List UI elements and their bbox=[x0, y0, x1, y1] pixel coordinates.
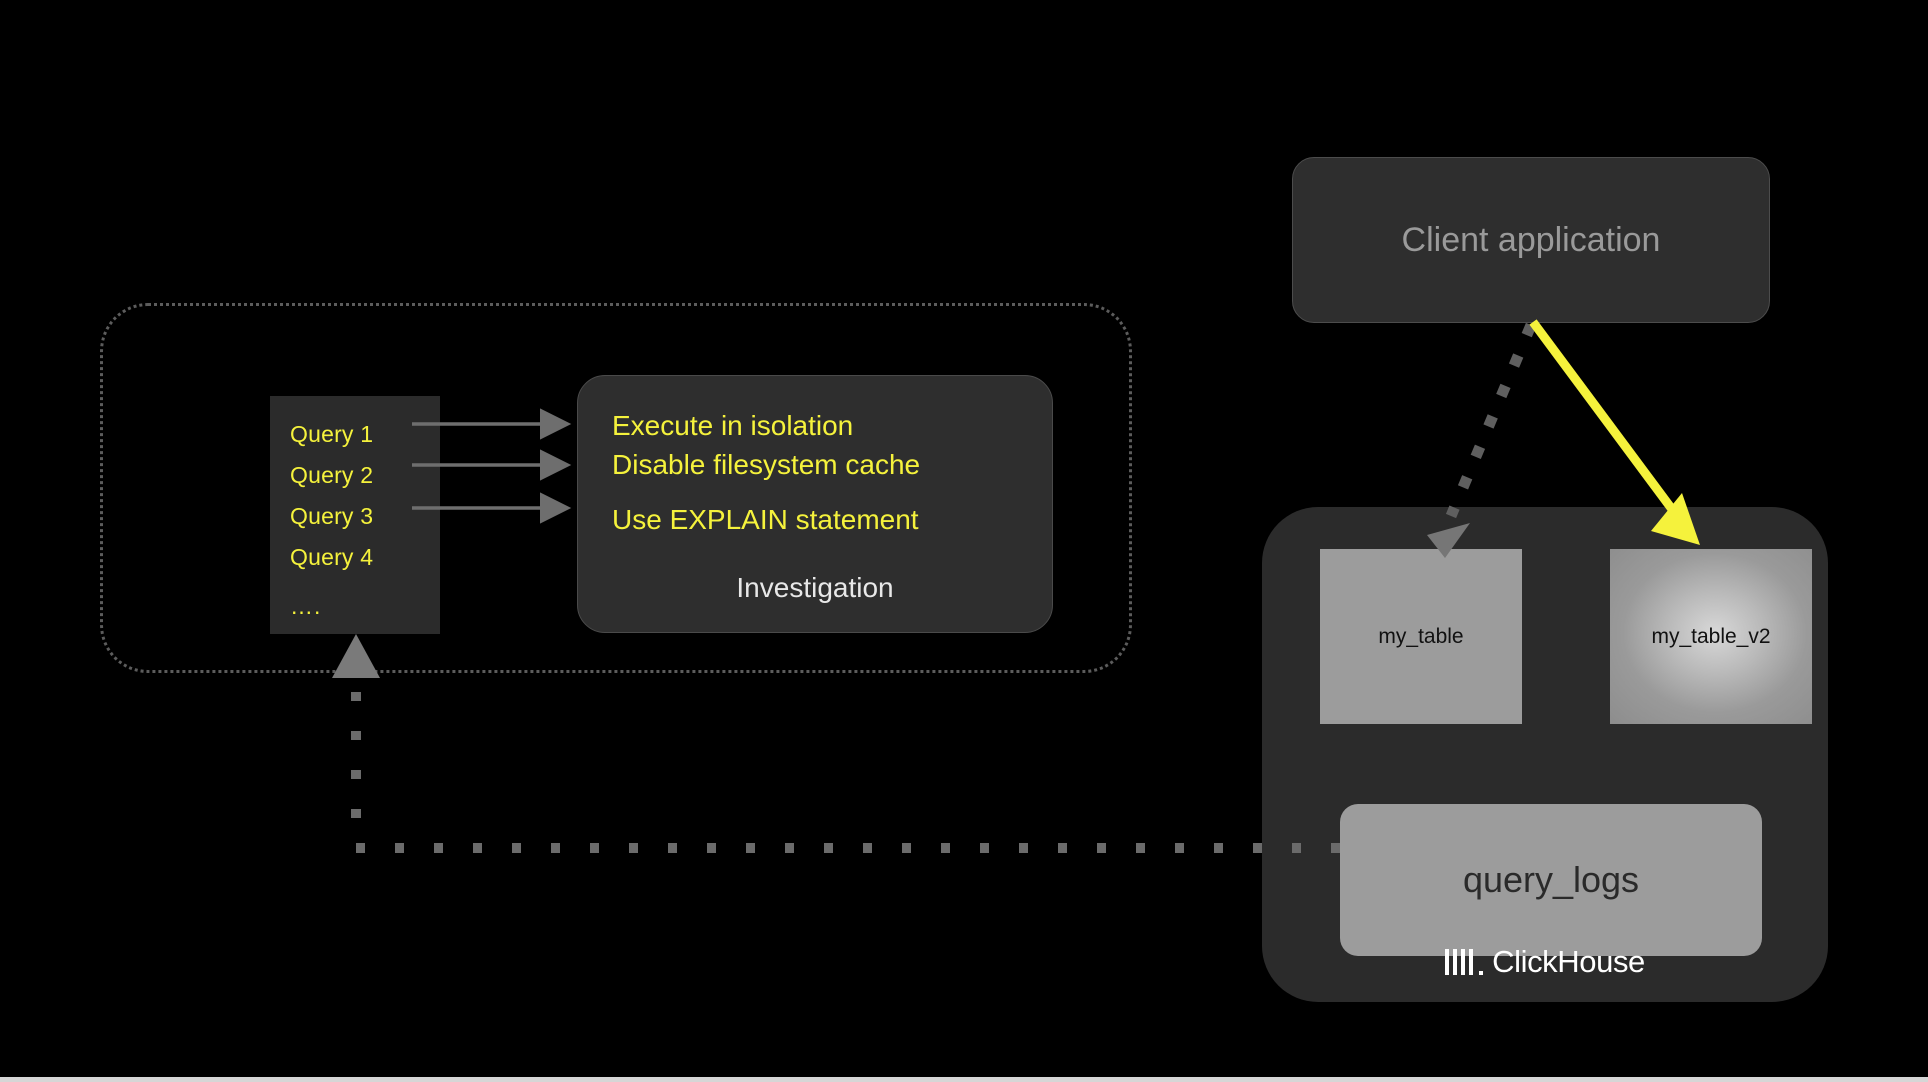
query-list-item: Query 3 bbox=[290, 503, 374, 529]
table-label: my_table bbox=[1378, 624, 1464, 648]
clickhouse-bars-icon bbox=[1445, 949, 1484, 975]
query-list-item: Query 2 bbox=[290, 462, 374, 488]
table-my-table: my_table bbox=[1320, 549, 1522, 724]
investigation-tip: Use EXPLAIN statement bbox=[612, 504, 919, 535]
query-list-box: Query 1 Query 2 Query 3 Query 4 …. bbox=[270, 396, 440, 634]
query-logs-box: query_logs bbox=[1340, 804, 1762, 956]
clickhouse-panel: my_table my_table_v2 query_logs ClickHou… bbox=[1262, 507, 1828, 1002]
query-list-item: Query 1 bbox=[290, 421, 374, 447]
investigation-scope-region bbox=[100, 303, 1132, 673]
query-list-ellipsis: …. bbox=[290, 593, 322, 619]
query-list-item: Query 4 bbox=[290, 544, 374, 570]
investigation-tip: Execute in isolation bbox=[612, 410, 854, 441]
investigation-card: Execute in isolation Disable filesystem … bbox=[577, 375, 1053, 633]
clickhouse-wordmark: ClickHouse bbox=[1492, 944, 1645, 979]
clickhouse-logo: ClickHouse bbox=[1262, 944, 1828, 980]
investigation-card-title: Investigation bbox=[736, 572, 894, 603]
table-label: my_table_v2 bbox=[1651, 624, 1771, 648]
investigation-tip: Disable filesystem cache bbox=[612, 449, 921, 480]
client-application-label: Client application bbox=[1401, 220, 1661, 259]
client-application-box: Client application bbox=[1292, 157, 1770, 323]
bottom-edge-strip bbox=[0, 1077, 1928, 1082]
table-my-table-v2: my_table_v2 bbox=[1610, 549, 1812, 724]
query-logs-label: query_logs bbox=[1462, 859, 1640, 900]
